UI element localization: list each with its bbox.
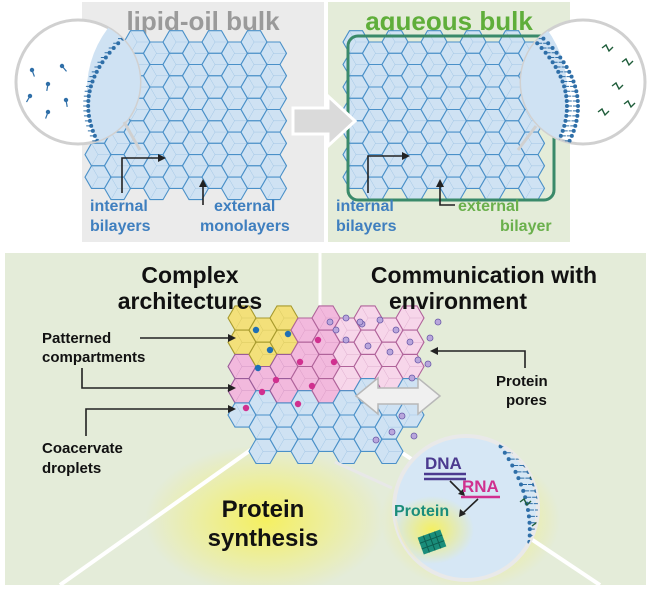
- protein-icon: [417, 529, 447, 555]
- internal-bilayers-label-oil: internal bilayers: [90, 154, 166, 235]
- pore-icon: [398, 412, 406, 420]
- pore-icon: [414, 356, 422, 364]
- svg-text:external: external: [214, 198, 275, 215]
- coacervate-dot: [314, 336, 322, 344]
- droplet: [259, 176, 288, 201]
- coacervate-dot: [308, 382, 316, 390]
- zoom-circle-bilayer: [516, 18, 647, 151]
- pore-icon: [342, 314, 350, 322]
- complex-architectures-title: Complex: [141, 262, 238, 288]
- external-bilayer-label: external bilayer: [436, 179, 552, 235]
- pore-icon: [388, 428, 396, 436]
- pore-icon: [392, 326, 400, 334]
- svg-text:compartments: compartments: [42, 349, 145, 366]
- coacervate-dot: [252, 326, 260, 334]
- pore-icon: [342, 336, 350, 344]
- pore-icon: [406, 338, 414, 346]
- droplet-network-aqueous: [342, 30, 556, 202]
- pore-icon: [426, 334, 434, 342]
- pore-icon: [424, 360, 432, 368]
- pore-icon: [434, 318, 442, 326]
- pore-icon: [326, 318, 334, 326]
- droplet-network-complex: [227, 305, 425, 465]
- pore-icon: [410, 432, 418, 440]
- pore-icon: [372, 436, 380, 444]
- pore-icon: [386, 348, 394, 356]
- pore-icon: [408, 374, 416, 382]
- svg-text:bilayers: bilayers: [336, 218, 397, 235]
- coacervate-dot: [296, 358, 304, 366]
- protein-label: Protein: [394, 503, 449, 520]
- svg-text:pores: pores: [506, 392, 547, 409]
- external-monolayers-label: external monolayers: [199, 179, 290, 235]
- rna-label: RNA: [462, 477, 499, 496]
- svg-text:Protein: Protein: [496, 373, 548, 390]
- coacervate-dot: [294, 400, 302, 408]
- coacervate-dot: [254, 364, 262, 372]
- coacervate-dot: [284, 330, 292, 338]
- svg-text:internal: internal: [336, 198, 394, 215]
- svg-text:bilayers: bilayers: [90, 218, 151, 235]
- transition-arrow: [291, 92, 358, 150]
- droplet: [374, 438, 404, 465]
- pore-icon: [376, 316, 384, 324]
- coacervate-dot: [272, 376, 280, 384]
- internal-bilayers-label-aqueous: internal bilayers: [336, 152, 410, 235]
- svg-text:monolayers: monolayers: [200, 218, 290, 235]
- patterned-compartments-label: Patterned compartments: [42, 330, 236, 392]
- svg-text:Coacervate: Coacervate: [42, 440, 123, 457]
- svg-text:bilayer: bilayer: [500, 218, 552, 235]
- pore-icon: [356, 318, 364, 326]
- zoom-circle-monolayer: [14, 18, 142, 151]
- pore-icon: [364, 342, 372, 350]
- svg-text:internal: internal: [90, 198, 148, 215]
- communication-title-line2: environment: [389, 288, 527, 314]
- complex-architectures-title-line2: architectures: [118, 288, 262, 314]
- coacervate-droplets-label: Coacervate droplets: [42, 405, 236, 477]
- communication-title: Communication with: [371, 262, 597, 288]
- protein-synthesis-title-line2: synthesis: [208, 525, 319, 552]
- dna-label: DNA: [425, 454, 462, 473]
- coacervate-dot: [258, 388, 266, 396]
- coacervate-dot: [330, 358, 338, 366]
- svg-text:Patterned: Patterned: [42, 330, 111, 347]
- coacervate-dot: [242, 404, 250, 412]
- exchange-arrow: [354, 376, 442, 416]
- coacervate-dot: [266, 346, 274, 354]
- svg-text:external: external: [458, 198, 519, 215]
- svg-text:droplets: droplets: [42, 460, 101, 477]
- pore-icon: [332, 326, 340, 334]
- protein-pores-label: Protein pores: [430, 347, 548, 409]
- protein-synthesis-title: Protein: [222, 496, 305, 523]
